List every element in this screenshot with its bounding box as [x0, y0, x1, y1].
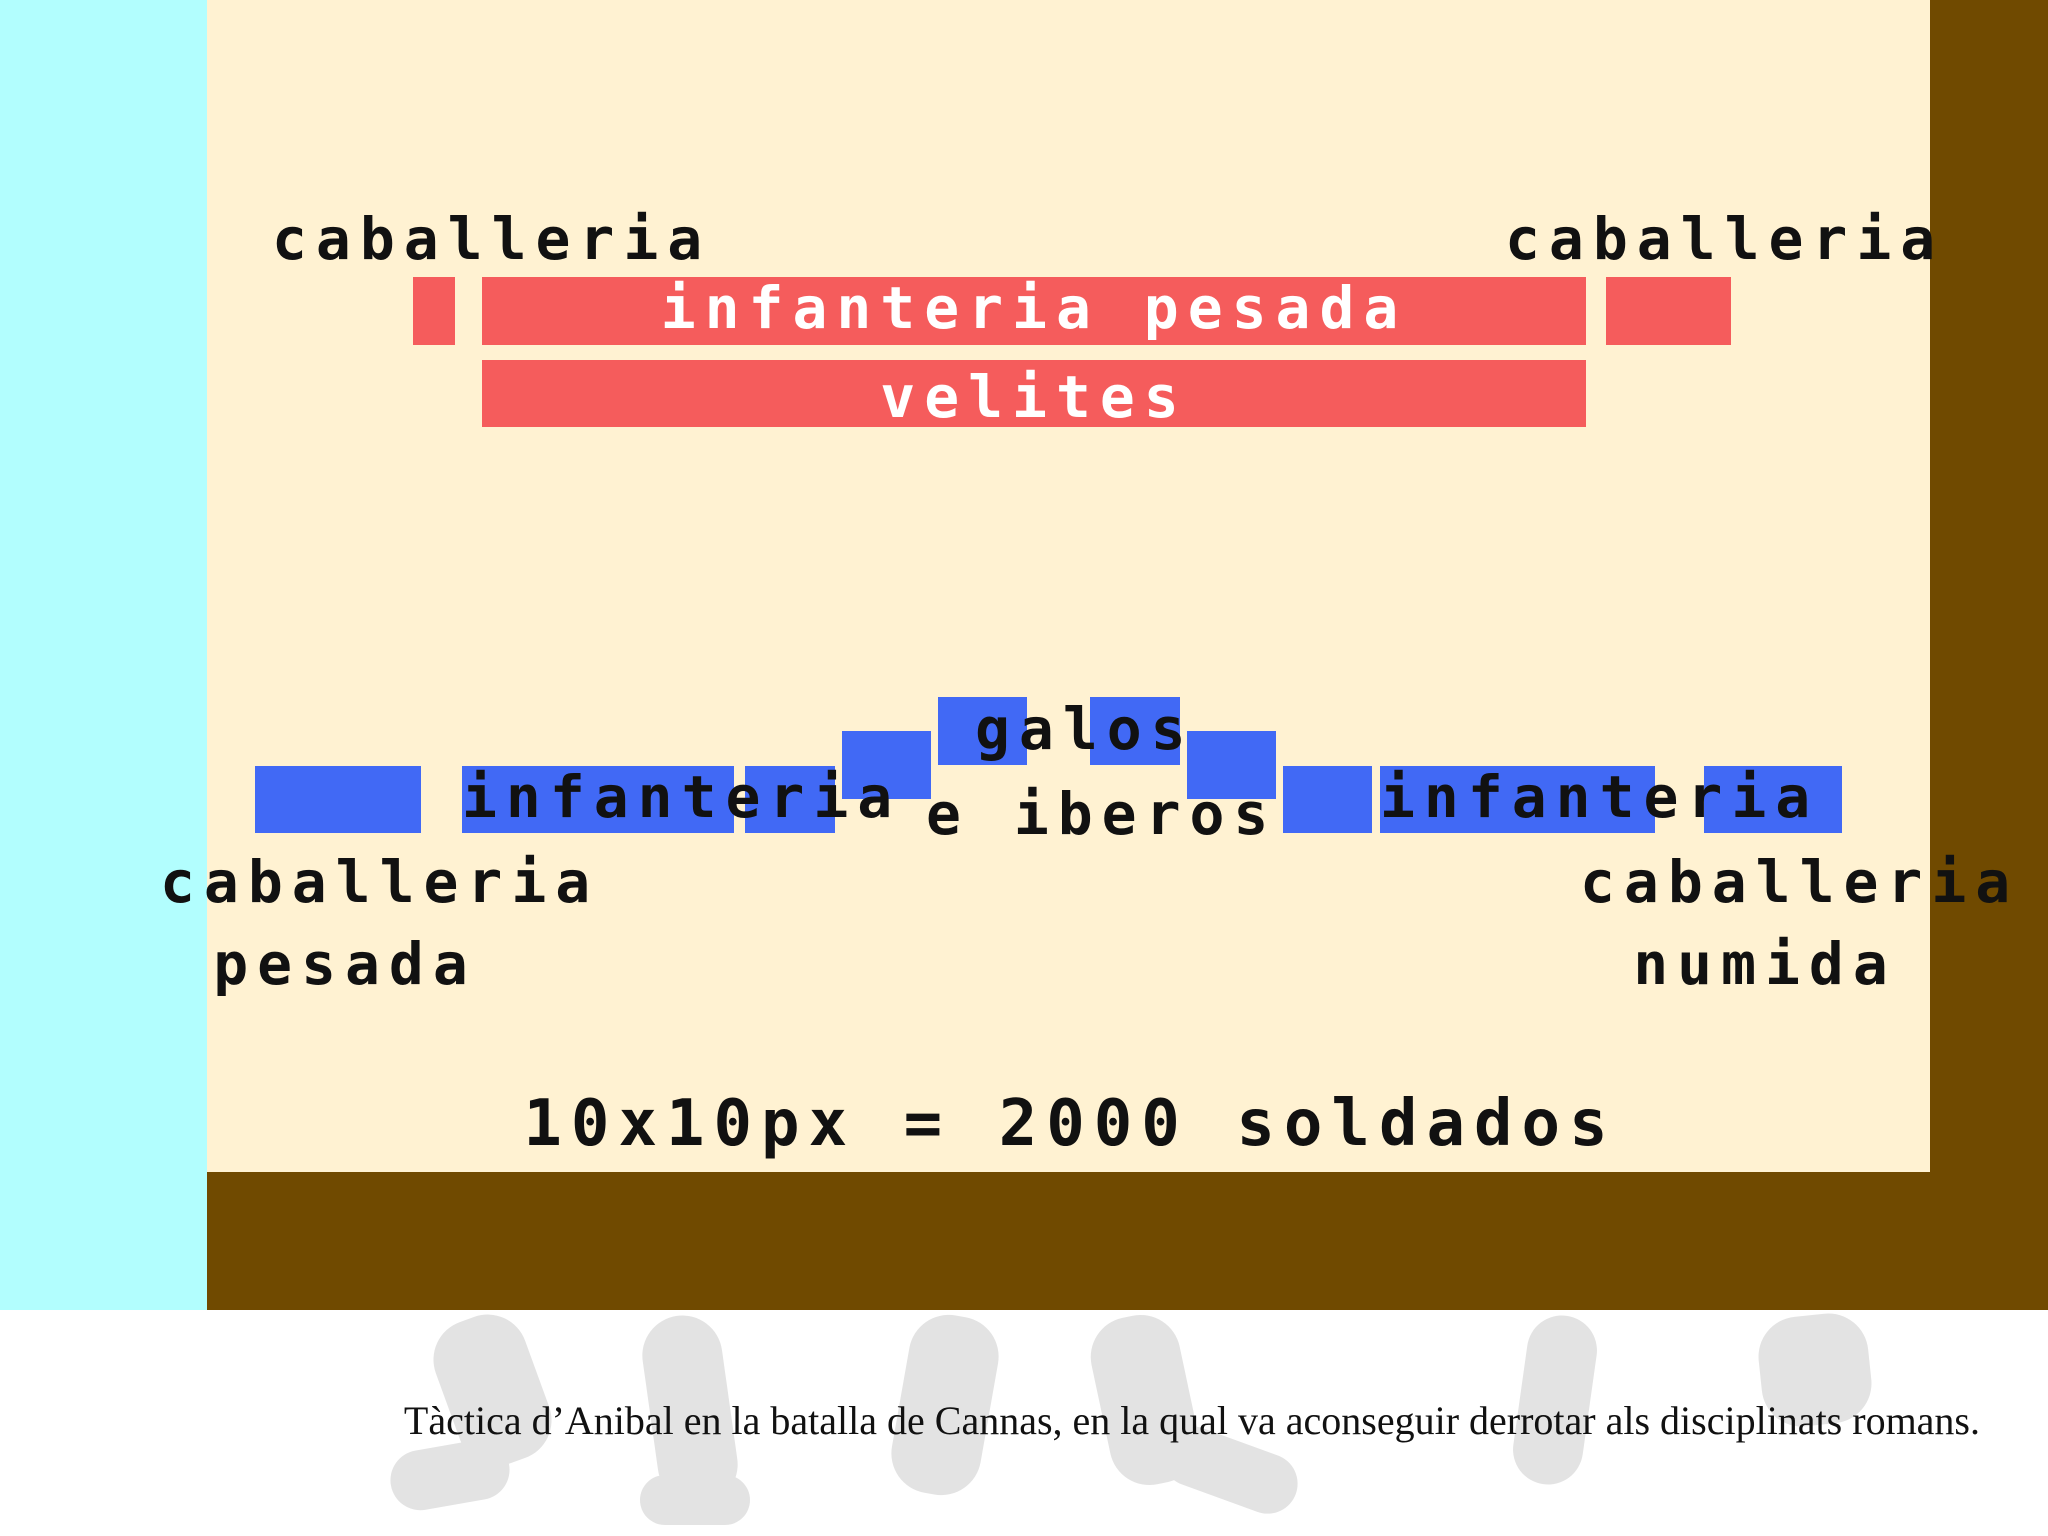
battle-diagram-canvas	[207, 0, 1930, 1172]
iberians-label: e iberos	[926, 780, 1278, 848]
carthaginian-numidian-cavalry-block	[1704, 766, 1842, 833]
numidian-cavalry-label-line1: caballeria	[1580, 848, 2020, 916]
roman-cavalry-left-block	[413, 277, 455, 345]
gauls-iberians-block-right	[1187, 731, 1276, 799]
roman-heavy-infantry-label: infanteria pesada	[660, 274, 1408, 342]
carthaginian-infantry-left-block	[462, 766, 734, 833]
roman-cavalry-right-block	[1606, 277, 1731, 345]
slide-caption: Tàctica d’Anibal en la batalla de Cannas…	[403, 1398, 1980, 1443]
gauls-iberians-block-top-right	[1090, 697, 1180, 765]
gauls-iberians-block-left	[842, 731, 931, 799]
roman-heavy-infantry-block	[482, 277, 1586, 345]
carthaginian-infantry-left-label: infanteria	[462, 763, 902, 831]
gauls-label: galos	[975, 695, 1195, 763]
heavy-cavalry-label-line1: caballeria	[160, 848, 600, 916]
numidian-cavalry-label-line2: numida	[1633, 930, 1897, 998]
carthaginian-infantry-right-block-start	[1283, 766, 1372, 833]
roman-cavalry-right-label: caballeria	[1505, 205, 1945, 273]
carthaginian-heavy-cavalry-block	[255, 766, 421, 833]
carthaginian-infantry-right-label: infanteria	[1380, 763, 1820, 831]
carthaginian-infantry-right-block	[1380, 766, 1655, 833]
gauls-iberians-block-top-left	[938, 697, 1027, 765]
roman-cavalry-left-label: caballeria	[272, 205, 712, 273]
heavy-cavalry-label-line2: pesada	[213, 930, 477, 998]
roman-velites-label: velites	[880, 363, 1188, 431]
left-color-strip	[0, 0, 207, 1310]
roman-velites-block	[482, 360, 1586, 427]
scale-legend: 10x10px = 2000 soldados	[523, 1087, 1617, 1161]
carthaginian-infantry-left-block-end	[745, 766, 835, 833]
